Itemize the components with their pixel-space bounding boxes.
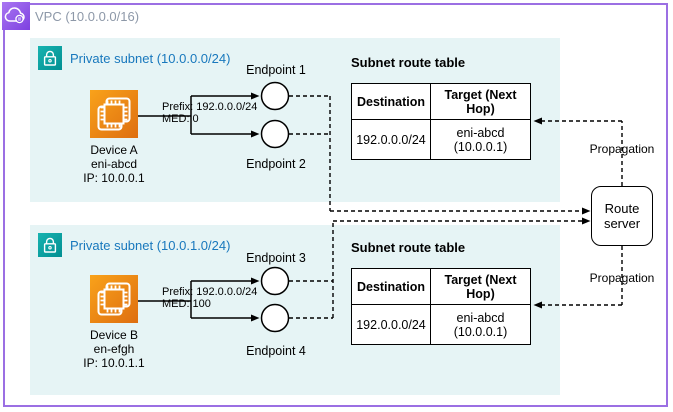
propagation-label-bottom: Propagation [589,271,655,285]
device-a-caption: Device A eni-abcd IP: 10.0.0.1 [83,143,145,185]
route-table-1: Destination Target (Next Hop) 192.0.0.0/… [351,83,531,160]
vpc-label: VPC (10.0.0.0/16) [35,9,140,24]
endpoint-3-label: Endpoint 3 [246,251,306,265]
endpoint-2-circle [260,119,290,149]
route-table-2: Destination Target (Next Hop) 192.0.0.0/… [351,268,531,345]
route-target-value: eni-abcd (10.0.0.1) [453,125,508,154]
device-b-med-label: MED: 100 [162,298,211,310]
subnet-lock-icon [38,46,62,70]
endpoint-1-label: Endpoint 1 [246,63,306,77]
route-table-2-title: Subnet route table [351,240,466,255]
device-b-caption: Device B en-efgh IP: 10.0.1.1 [83,328,145,370]
subnet-2-label: Private subnet (10.0.1.0/24) [70,237,231,253]
column-header-destination: Destination [352,84,431,120]
subnet-lock-icon [38,233,62,257]
route-target-value: eni-abcd (10.0.0.1) [453,310,508,339]
route-destination-value: 192.0.0.0/24 [352,305,431,344]
device-a-prefix-label: Prefix: 192.0.0.0/24 [162,101,258,113]
endpoint-2-label: Endpoint 2 [246,157,306,171]
device-b-icon [90,275,138,323]
route-server-node: Route server [591,186,653,246]
route-table-1-title: Subnet route table [351,55,466,70]
device-a-med-label: MED: 0 [162,113,199,125]
vpc-cloud-icon [2,2,30,30]
subnet-1-label: Private subnet (10.0.0.0/24) [70,50,231,66]
column-header-destination: Destination [352,269,431,305]
endpoint-1-circle [260,81,290,111]
device-b-prefix-label: Prefix: 192.0.0.0/24 [162,286,258,298]
propagation-label-top: Propagation [589,142,655,156]
device-a-icon [90,90,138,138]
column-header-target: Target (Next Hop) [431,84,530,120]
endpoint-3-circle [260,266,290,296]
endpoint-4-circle [260,303,290,333]
column-header-target: Target (Next Hop) [431,269,530,305]
route-destination-value: 192.0.0.0/24 [352,120,431,159]
endpoint-4-label: Endpoint 4 [246,344,306,358]
